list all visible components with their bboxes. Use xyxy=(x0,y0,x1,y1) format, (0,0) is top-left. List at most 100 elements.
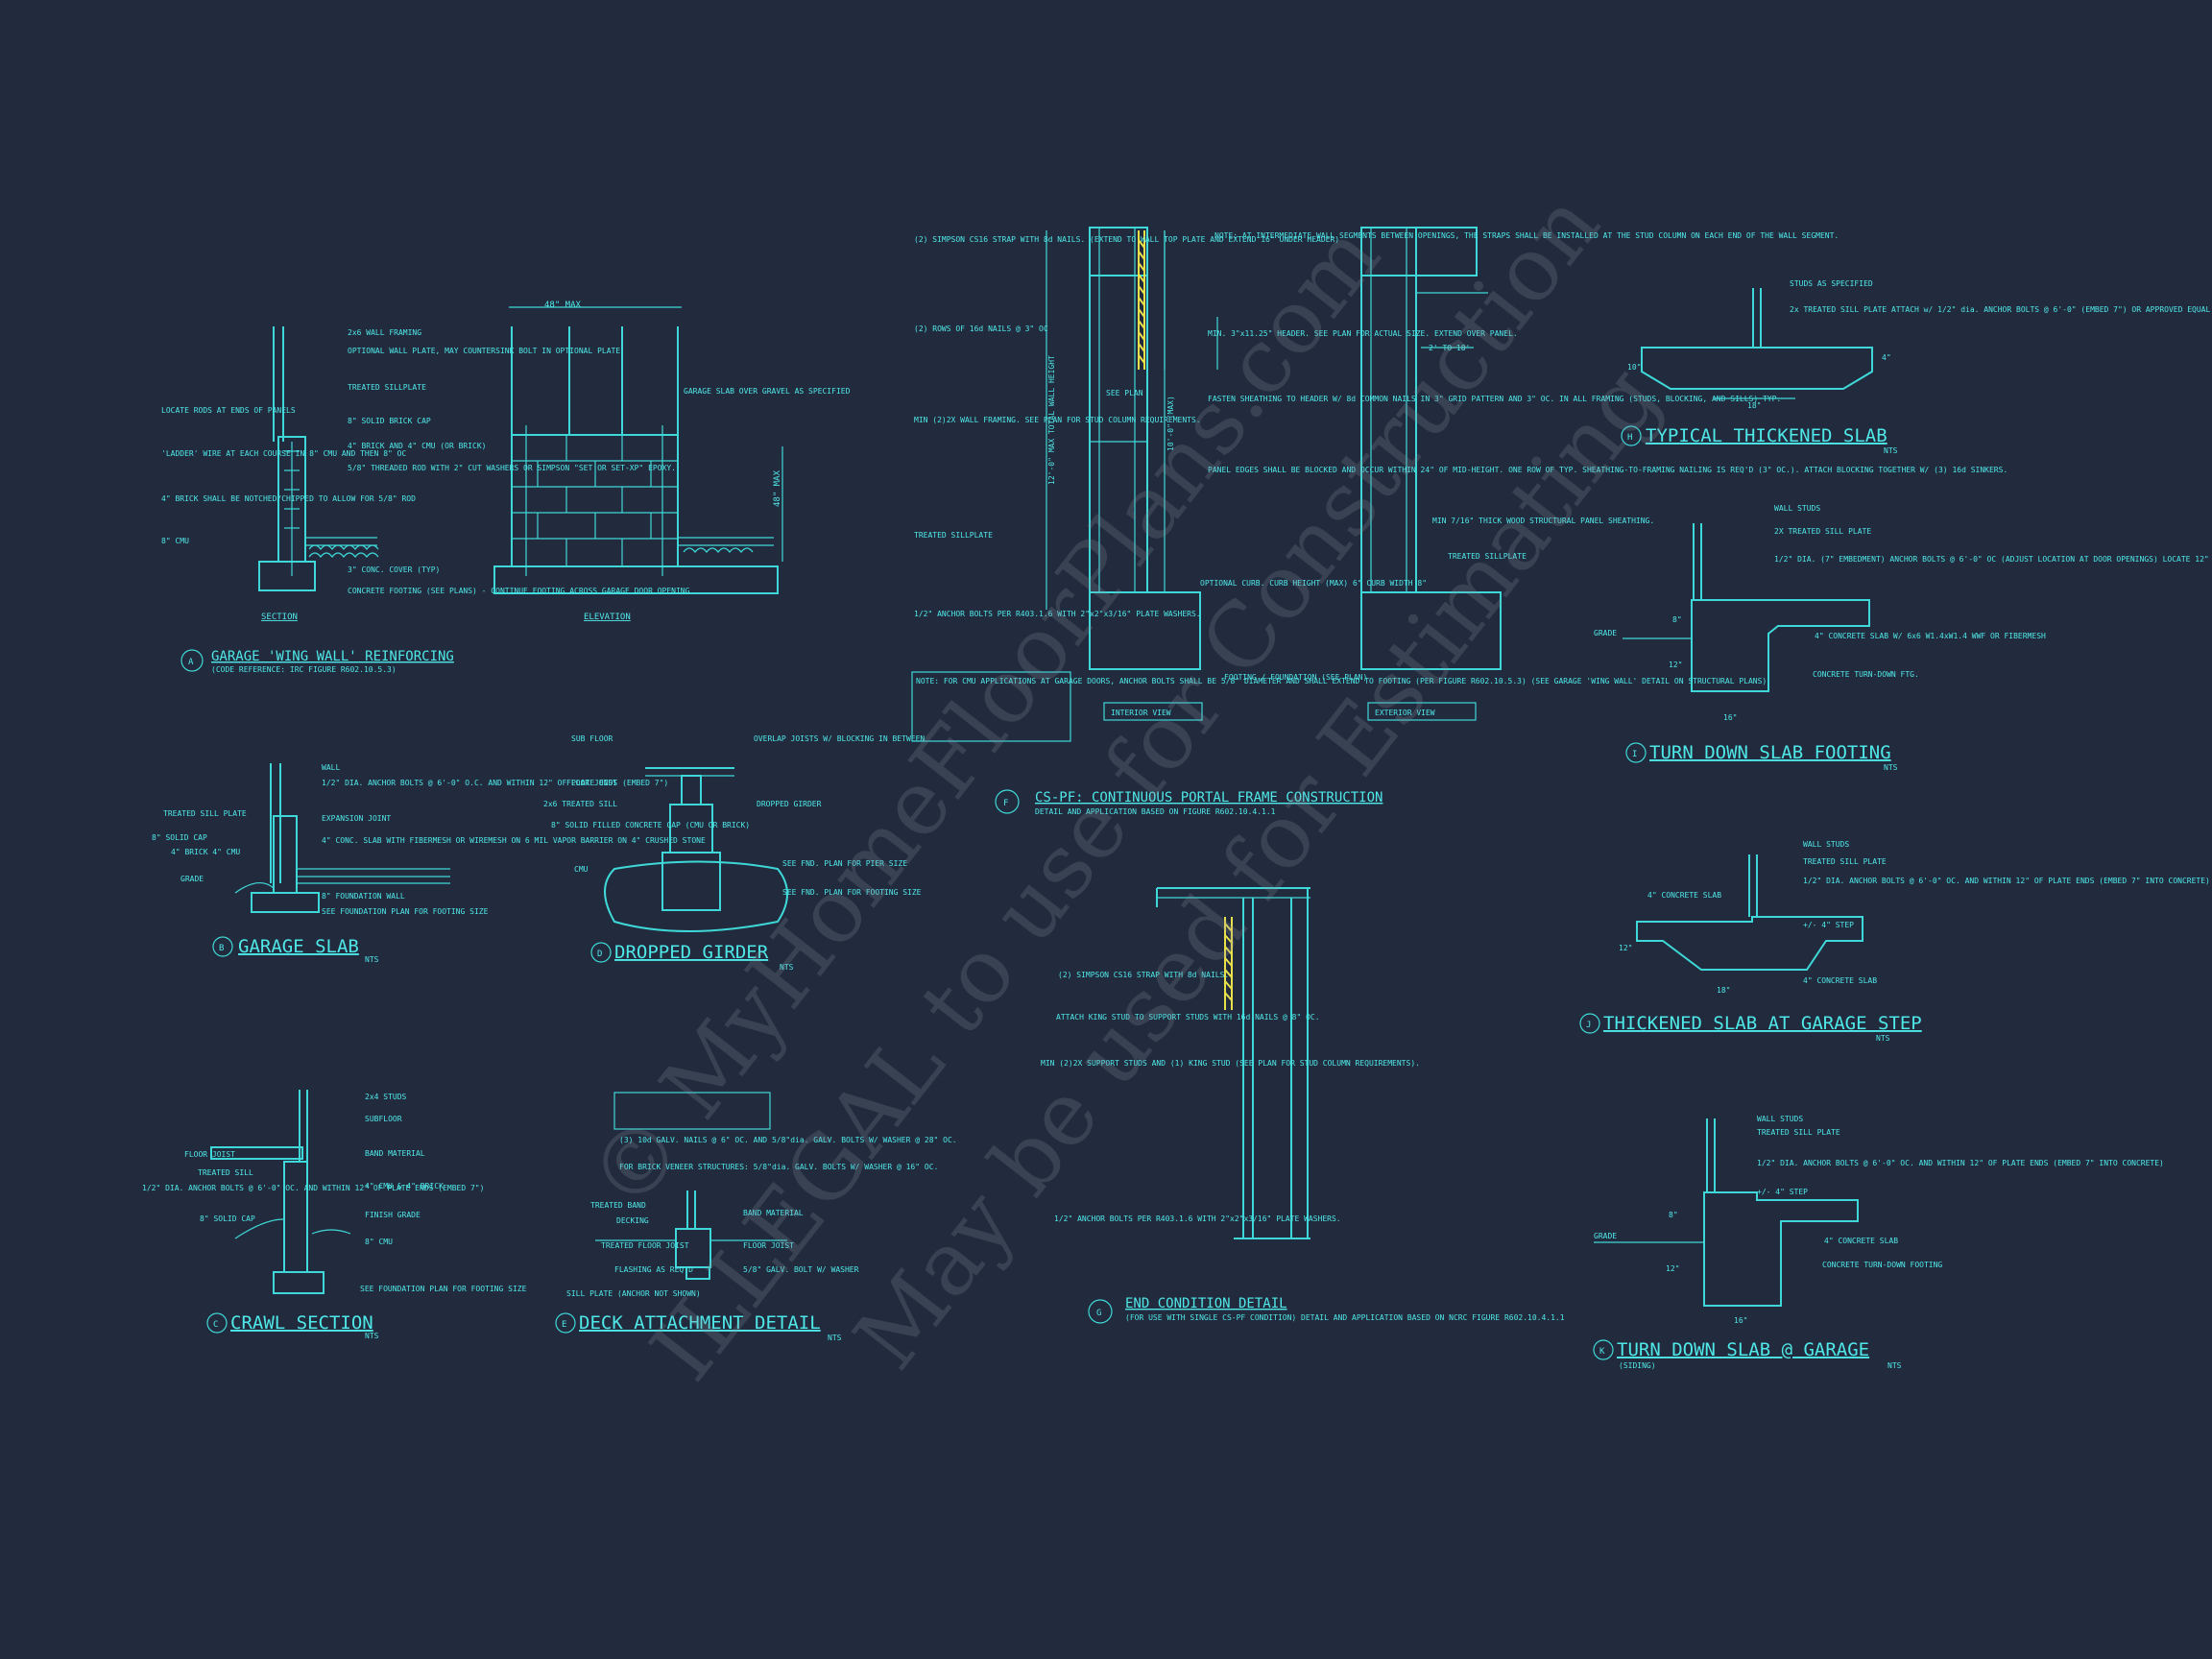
detail-b-label: TREATED SILL PLATE xyxy=(163,809,247,818)
detail-e-label: FLOOR JOIST xyxy=(743,1241,794,1250)
detail-g-letter: G xyxy=(1096,1309,1101,1318)
detail-h-dim: 4" xyxy=(1882,353,1891,362)
detail-c-letter: C xyxy=(213,1320,218,1330)
detail-c-marker-circle xyxy=(206,1312,228,1334)
detail-c-label: 8" CMU xyxy=(365,1238,393,1246)
detail-i-label: 2X TREATED SILL PLATE xyxy=(1774,527,1871,536)
detail-b-title: GARAGE SLAB xyxy=(238,936,359,957)
detail-j-dim: 18" xyxy=(1717,986,1730,995)
detail-a-subtitle: (CODE REFERENCE: IRC FIGURE R602.10.5.3) xyxy=(211,665,397,674)
detail-k-label: GRADE xyxy=(1594,1232,1617,1240)
detail-a-label: 3" CONC. COVER (TYP) xyxy=(348,565,440,574)
detail-f-dim-10: 10'-0" (MAX) xyxy=(1166,396,1175,451)
detail-k-title: TURN DOWN SLAB @ GARAGE xyxy=(1617,1339,1869,1360)
detail-f-interior-drawing xyxy=(1046,227,1218,721)
detail-j-label: TREATED SILL PLATE xyxy=(1803,857,1887,866)
detail-e-label: DECKING xyxy=(616,1216,649,1225)
detail-e-marker-circle xyxy=(555,1312,576,1334)
detail-c-label: 4" CMU & 4" BRICK xyxy=(365,1182,444,1190)
detail-d-label: SUB FLOOR xyxy=(571,734,613,743)
detail-c-label: FLOOR JOIST xyxy=(184,1150,235,1159)
detail-a-section-drawing xyxy=(258,326,379,591)
detail-e-label: TREATED FLOOR JOIST xyxy=(601,1241,689,1250)
detail-a-dim-width: 48" MAX xyxy=(544,301,582,310)
detail-i-marker-circle xyxy=(1625,742,1647,763)
detail-k: WALL STUDS TREATED SILL PLATE 1/2" DIA. … xyxy=(1593,1115,2164,1370)
detail-f-label: MIN 7/16" THICK WOOD STRUCTURAL PANEL SH… xyxy=(1432,517,1654,525)
detail-c-nts: NTS xyxy=(365,1332,379,1340)
detail-f-label: MIN. 3"x11.25" HEADER. SEE PLAN FOR ACTU… xyxy=(1208,329,1518,338)
detail-k-dim: 8" xyxy=(1669,1211,1678,1219)
detail-d-label: FLOOR JOIST xyxy=(566,779,617,787)
detail-a-label: LOCATE RODS AT ENDS OF PANELS xyxy=(161,406,296,415)
detail-k-label: +/- 4" STEP xyxy=(1757,1188,1808,1196)
detail-k-label: TREATED SILL PLATE xyxy=(1757,1128,1840,1137)
detail-a-section-label: SECTION xyxy=(261,613,298,622)
detail-b-label: WALL xyxy=(322,763,340,772)
detail-g-label: ATTACH KING STUD TO SUPPORT STUDS WITH 1… xyxy=(1056,1013,1320,1022)
detail-f-label: (2) SIMPSON CS16 STRAP WITH 8d NAILS. (E… xyxy=(914,235,1339,244)
detail-c-label: FINISH GRADE xyxy=(365,1211,421,1219)
detail-h-dim: 18" xyxy=(1747,401,1761,410)
detail-j-letter: J xyxy=(1586,1021,1591,1030)
detail-c-label: 8" SOLID CAP xyxy=(200,1214,255,1223)
detail-k-label: CONCRETE TURN-DOWN FOOTING xyxy=(1822,1261,1942,1269)
detail-f-label: NOTE: AT INTERMEDIATE WALL SEGMENTS BETW… xyxy=(1214,231,1839,240)
detail-a-label: 8" CMU xyxy=(161,537,189,545)
detail-e-label: BAND MATERIAL xyxy=(743,1209,804,1217)
detail-k-subtitle: (SIDING) xyxy=(1619,1361,1656,1370)
detail-g: (2) SIMPSON CS16 STRAP WITH 8d NAILS. AT… xyxy=(1041,887,1565,1324)
detail-a-label: 'LADDER' WIRE AT EACH COURSE IN 8" CMU A… xyxy=(161,449,406,458)
detail-e-label: FOR BRICK VENEER STRUCTURES: 5/8"dia. GA… xyxy=(619,1163,938,1171)
detail-d-label: 8" SOLID FILLED CONCRETE CAP (CMU OR BRI… xyxy=(551,821,750,830)
detail-d-label: SEE FND. PLAN FOR FOOTING SIZE xyxy=(782,888,922,897)
detail-d-nts: NTS xyxy=(780,963,794,972)
watermark-line-1: © MyHomeFloorPlans.com xyxy=(569,205,1400,1229)
detail-a-label: 8" SOLID BRICK CAP xyxy=(348,417,431,425)
detail-i-label: 1/2" DIA. (7" EMBEDMENT) ANCHOR BOLTS @ … xyxy=(1774,555,2212,564)
detail-d: SUB FLOOR OVERLAP JOISTS W/ BLOCKING IN … xyxy=(543,734,925,972)
detail-e-label: 5/8" GALV. BOLT W/ WASHER xyxy=(743,1265,859,1274)
detail-d-label: 2x6 TREATED SILL xyxy=(543,800,617,808)
detail-f-label: OPTIONAL CURB. CURB HEIGHT (MAX) 6" CURB… xyxy=(1200,579,1427,588)
detail-i-letter: I xyxy=(1632,750,1637,759)
detail-g-label: 1/2" ANCHOR BOLTS PER R403.1.6 WITH 2"x2… xyxy=(1054,1214,1341,1223)
detail-a-label: TREATED SILLPLATE xyxy=(348,383,426,392)
detail-j-nts: NTS xyxy=(1876,1034,1890,1043)
detail-a-marker-circle xyxy=(180,649,204,672)
watermark-line-3: May be used for Estimating xyxy=(835,347,1680,1387)
detail-f-subtitle: DETAIL AND APPLICATION BASED ON FIGURE R… xyxy=(1035,807,1276,816)
detail-k-letter: K xyxy=(1599,1347,1605,1357)
detail-d-label: CMU xyxy=(574,865,589,874)
detail-f-label: FASTEN SHEATHING TO HEADER W/ 8d COMMON … xyxy=(1208,395,1781,403)
detail-d-label: OVERLAP JOISTS W/ BLOCKING IN BETWEEN xyxy=(754,734,925,743)
detail-c-label: SEE FOUNDATION PLAN FOR FOOTING SIZE xyxy=(360,1285,527,1293)
detail-f-see-plan: SEE PLAN xyxy=(1106,389,1143,397)
detail-c-label: BAND MATERIAL xyxy=(365,1149,425,1158)
detail-h: STUDS AS SPECIFIED 2x TREATED SILL PLATE… xyxy=(1621,279,2210,455)
detail-h-dim: 10" xyxy=(1627,363,1641,372)
detail-f-marker-circle xyxy=(995,789,1020,814)
detail-f-exterior-view-box xyxy=(1367,702,1477,721)
detail-j-label: 4" CONCRETE SLAB xyxy=(1803,976,1877,985)
detail-g-subtitle: (FOR USE WITH SINGLE CS-PF CONDITION) DE… xyxy=(1125,1313,1565,1322)
detail-e-label: FLASHING AS REQ'D xyxy=(614,1265,693,1274)
detail-i-label: CONCRETE TURN-DOWN FTG. xyxy=(1813,670,1919,679)
detail-b-marker-circle xyxy=(212,936,233,957)
detail-i-nts: NTS xyxy=(1884,763,1898,772)
detail-k-dim: 16" xyxy=(1734,1316,1747,1325)
detail-i-dim: 12" xyxy=(1669,661,1682,669)
detail-a-label: 2x6 WALL FRAMING xyxy=(348,328,421,337)
detail-f-exterior-view: EXTERIOR VIEW xyxy=(1375,709,1435,717)
detail-c-label: SUBFLOOR xyxy=(365,1115,402,1123)
detail-f-note-box xyxy=(911,671,1071,742)
detail-i-dim: 16" xyxy=(1723,713,1737,722)
detail-f-note: NOTE: FOR CMU APPLICATIONS AT GARAGE DOO… xyxy=(916,677,1767,685)
detail-b-nts: NTS xyxy=(365,955,379,964)
detail-a-label: GARAGE SLAB OVER GRAVEL AS SPECIFIED xyxy=(684,387,851,396)
detail-b: WALL 1/2" DIA. ANCHOR BOLTS @ 6'-0" O.C.… xyxy=(152,763,706,964)
detail-i-label: WALL STUDS xyxy=(1774,504,1820,513)
detail-j-label: 4" CONCRETE SLAB xyxy=(1647,891,1721,900)
detail-a-elevation-label: ELEVATION xyxy=(584,613,631,622)
detail-j-label: WALL STUDS xyxy=(1803,840,1849,849)
